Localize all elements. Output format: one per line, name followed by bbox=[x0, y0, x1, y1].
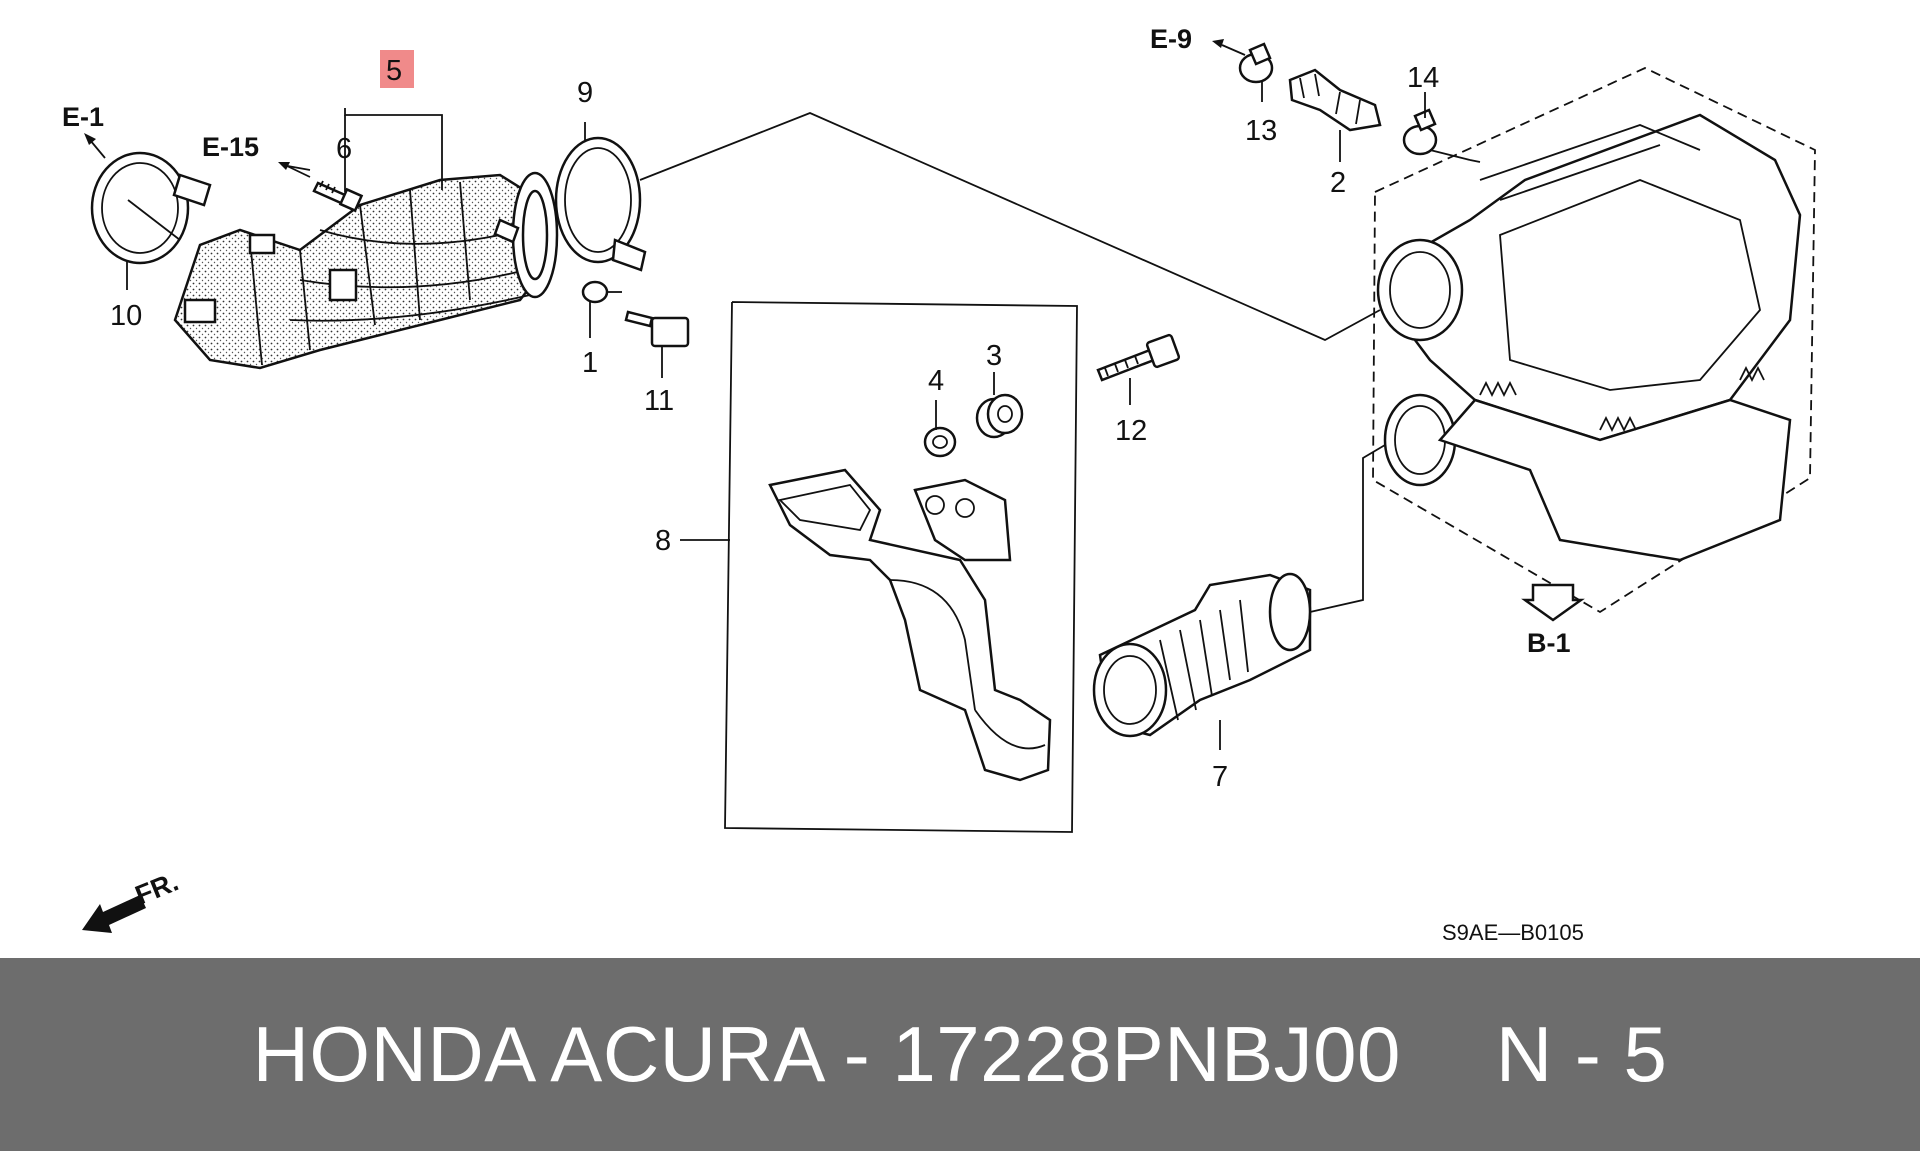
clamp-part-13 bbox=[1238, 42, 1274, 84]
hose-part-2 bbox=[1288, 68, 1382, 132]
callout-13: 13 bbox=[1245, 115, 1277, 147]
bolt-part-6 bbox=[312, 180, 364, 213]
air-duct-part-7 bbox=[1092, 572, 1312, 738]
callout-3: 3 bbox=[986, 340, 1002, 372]
callout-7: 7 bbox=[1212, 761, 1228, 793]
clamp-part-9 bbox=[554, 136, 647, 272]
footer-part-number: HONDA ACURA - 17228PNBJ00 bbox=[252, 1010, 1401, 1098]
diagram-code: S9AE—B0105 bbox=[1442, 920, 1584, 945]
leader-lines bbox=[126, 82, 1481, 750]
callout-5: 5 bbox=[386, 55, 402, 87]
callout-8: 8 bbox=[655, 525, 671, 557]
clamp-part-14 bbox=[1402, 108, 1438, 156]
callout-9: 9 bbox=[577, 77, 593, 109]
footer-ref: N - 5 bbox=[1495, 1010, 1668, 1098]
clip-part-1 bbox=[581, 280, 622, 304]
highlight-box-5 bbox=[380, 50, 414, 88]
sensor-part-11 bbox=[624, 310, 690, 362]
grommet-part-3 bbox=[975, 393, 1024, 439]
callout-12: 12 bbox=[1115, 415, 1147, 447]
nut-part-4 bbox=[923, 426, 957, 458]
parts-diagram: 5 6 10 9 1 11 4 3 12 8 7 13 2 14 E-1 E-1… bbox=[62, 24, 1816, 945]
front-label: FR. bbox=[131, 866, 183, 910]
callout-2: 2 bbox=[1330, 167, 1346, 199]
resonator-bracket-box bbox=[724, 301, 1078, 833]
callout-10: 10 bbox=[110, 300, 142, 332]
footer-bar: HONDA ACURA - 17228PNBJ00 N - 5 bbox=[0, 958, 1920, 1151]
callout-1: 1 bbox=[582, 347, 598, 379]
front-arrow-icon bbox=[82, 895, 146, 933]
callout-4: 4 bbox=[928, 365, 944, 397]
ref-e1: E-1 bbox=[62, 102, 104, 132]
air-cleaner-housing bbox=[1372, 67, 1816, 614]
callout-14: 14 bbox=[1407, 62, 1439, 94]
clamp-part-10 bbox=[90, 151, 212, 265]
callout-6: 6 bbox=[336, 133, 352, 165]
ref-arrows bbox=[84, 39, 1585, 622]
ref-e15: E-15 bbox=[202, 132, 259, 162]
callout-11: 11 bbox=[644, 385, 674, 417]
intake-hose-part-5 bbox=[173, 171, 559, 370]
bolt-part-12 bbox=[1096, 333, 1181, 382]
ref-b1: B-1 bbox=[1527, 628, 1571, 658]
ref-e9: E-9 bbox=[1150, 24, 1192, 54]
